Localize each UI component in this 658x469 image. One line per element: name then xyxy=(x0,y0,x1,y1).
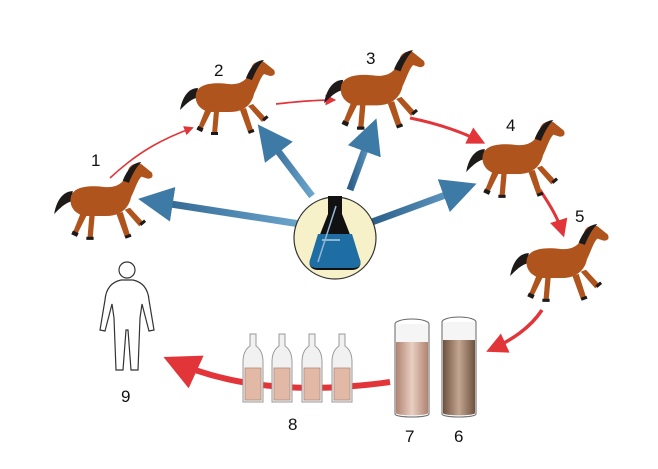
vial-icon xyxy=(301,333,323,403)
human-figure-icon xyxy=(99,261,155,371)
vials xyxy=(242,333,353,403)
horse-icon xyxy=(510,224,609,302)
flask-icon xyxy=(293,196,377,280)
label-4: 4 xyxy=(506,116,515,135)
label-9: 9 xyxy=(121,387,130,406)
blue-arrows xyxy=(138,118,477,228)
label-5: 5 xyxy=(575,207,584,226)
label-3: 3 xyxy=(366,49,375,68)
blue-arrow-to-3 xyxy=(346,118,381,192)
label-2: 2 xyxy=(214,61,223,80)
arrow-2-to-3 xyxy=(275,94,337,106)
horse-icon xyxy=(54,162,153,240)
label-7: 7 xyxy=(405,427,414,446)
blue-arrow-to-1 xyxy=(138,186,301,228)
vial-icon xyxy=(331,333,353,403)
blood-tube-icon xyxy=(441,316,477,418)
arrow-5-to-6 xyxy=(486,309,544,353)
arrow-3-to-4 xyxy=(409,116,486,144)
label-6: 6 xyxy=(454,427,463,446)
label-8: 8 xyxy=(288,415,297,434)
blue-arrow-to-4 xyxy=(370,179,477,226)
horse-icon xyxy=(180,60,275,135)
arrow-4-to-5 xyxy=(538,189,568,238)
label-1: 1 xyxy=(91,151,100,170)
arrow-1-to-2 xyxy=(109,126,194,179)
vial-icon xyxy=(242,333,264,403)
blue-arrow-to-2 xyxy=(257,124,315,199)
vial-icon xyxy=(271,333,293,403)
blood-tube-icon xyxy=(394,318,430,418)
